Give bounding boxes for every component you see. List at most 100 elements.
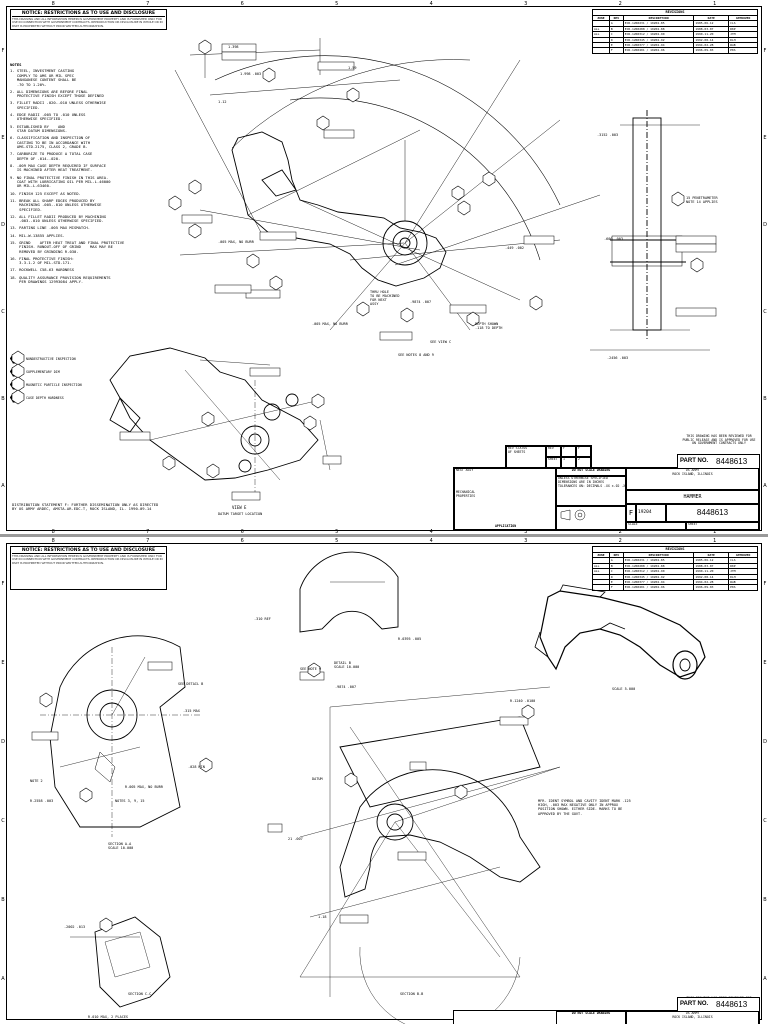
zone-number: 3	[524, 529, 528, 535]
part-number-field: 8448613	[666, 504, 759, 522]
zone-number: 4	[429, 538, 433, 544]
zone-letter: D	[763, 222, 767, 229]
zone-letter: A	[1, 975, 5, 982]
note-item: 1. STEEL, INVESTMENT CASTING COMPLY TO A…	[10, 68, 77, 87]
two-places-note: R.010 MAX, 2 PLACES	[88, 1015, 129, 1019]
section-aa-label: SECTION A-A SCALE 10.000	[108, 842, 134, 850]
rev-value: F	[576, 446, 591, 457]
zone-letter: F	[763, 581, 767, 588]
size-letter: F	[626, 504, 636, 522]
zone-number: 5	[335, 1, 339, 7]
note-item: 16. FINAL PROTECTIVE FINISH: 3.3.1.2 OF …	[10, 255, 75, 266]
revisions-header-cell: APPROVED	[728, 14, 758, 22]
zone-letter: B	[763, 395, 767, 402]
notice-body: THIS DRAWING AND ALL INFORMATION HEREIN …	[12, 17, 163, 28]
zone-letter: E	[763, 660, 767, 667]
note-item: 10. FINISH 125 EXCEPT AS NOTED.	[10, 190, 81, 196]
revisions-header-cell: ZONE	[592, 551, 610, 559]
org-block: US ARMY ROCK ISLAND, ILLINOIS	[626, 468, 759, 490]
zone-number: 5	[335, 538, 339, 544]
notes-ref-label: NOTES 3, 9, 15	[115, 799, 145, 803]
dim-label: .9874 .007	[410, 300, 432, 304]
dim-label: .600 .003	[604, 237, 623, 241]
note-item: 8. .009 MAX CASE DEPTH REQUIRED IF SURFA…	[10, 162, 107, 173]
note-item: 12. ALL FILLET RADII PRODUCED BY MACHINI…	[10, 213, 107, 224]
table-cell: ECR-12R0345 / 19204-92	[622, 36, 695, 44]
note-item: 2. ALL DIMENSIONS ARE BEFORE FINAL PROTE…	[10, 88, 104, 99]
dim-label: .310 REF	[254, 617, 271, 621]
ident-mark-note: MFR. IDENT SYMBOL AND CAVITY IDENT MARK …	[538, 799, 631, 816]
zone-letter: F	[1, 48, 5, 55]
zone-number: 6	[240, 529, 244, 535]
dim-label: 21 .007	[288, 837, 303, 841]
table-cell: ECR-12R0345 / 19204-92	[622, 573, 695, 581]
note-item: 11. BREAK ALL SHARP EDGES PRODUCED BY MA…	[10, 197, 102, 212]
note-item: 9. NO FINAL PROTECTIVE FINISH IN THIS AR…	[10, 174, 111, 189]
iso-scale-label: SCALE 5.000	[612, 687, 636, 691]
part-no-label: PART NO.	[680, 1001, 709, 1007]
do-not-scale: DO NOT SCALE DRAWING	[556, 468, 626, 476]
part-no-box: PART NO. 8448613	[677, 997, 760, 1012]
rev-value: F	[561, 446, 576, 457]
section-cc-label: SECTION C-C	[128, 992, 152, 996]
rev-label: REV	[546, 446, 561, 457]
note-item: 6. CLASSIFICATION AND INSPECTION OF CAST…	[10, 135, 91, 150]
scale-field: SCALE	[626, 522, 686, 530]
dim-label: R.1240 .0100	[510, 699, 536, 703]
table-cell: ECR-12R0312 / 19204-90	[622, 568, 695, 575]
revisions-title: REVISIONS	[592, 9, 758, 15]
part-no-box: PART NO. 8448613	[677, 454, 760, 469]
note-item: 15. GRIND AFTER HEAT TREAT AND FINAL PRO…	[10, 239, 125, 254]
notice-title: NOTICE: RESTRICTIONS AS TO USE AND DISCL…	[12, 11, 165, 17]
notice-body: THIS DRAWING AND ALL INFORMATION HEREIN …	[12, 554, 163, 565]
zone-number: 6	[240, 1, 244, 7]
table-cell: ECR-12R0401 / 19204-96	[622, 584, 695, 591]
notes-heading: NOTES	[10, 62, 22, 67]
table-cell	[592, 584, 610, 591]
zone-number: 7	[146, 538, 150, 544]
dim-label: 1.18	[318, 915, 327, 919]
dim-label: 1.998 .003	[240, 72, 262, 76]
dim-label: 1.398	[228, 45, 239, 49]
table-cell: PKS	[728, 584, 758, 591]
table-cell: ECR-12R0312 / 19204-90	[622, 31, 695, 38]
zone-number: 2	[618, 529, 622, 535]
table-cell: ECR-12R0401 / 19204-96	[622, 47, 695, 54]
sheet-field: SHEET	[686, 522, 759, 530]
note-item: 14. MIL-W-13855 APPLIES.	[10, 232, 65, 238]
do-not-scale: DO NOT SCALE DRAWING	[556, 1011, 626, 1024]
table-cell: ECR-12R0231 / 19204-85	[622, 20, 695, 27]
view-e-sublabel: DATUM TARGET LOCATION	[218, 512, 263, 516]
table-cell: PKS	[728, 47, 758, 54]
restriction-notice: NOTICE: RESTRICTIONS AS TO USE AND DISCL…	[10, 9, 167, 30]
table-cell: ECR-12R0288 / 19204-88	[622, 562, 695, 570]
zone-letter: A	[1, 482, 5, 489]
zone-letter: A	[763, 482, 767, 489]
note-item: 18. QUALITY ASSURANCE PROVISION REQUIREM…	[10, 274, 111, 284]
detail-b-label: DETAIL B SCALE 10.000	[334, 661, 360, 669]
dim-label: .028 MIN	[188, 765, 205, 769]
see-note-9-label: SEE NOTE 9	[300, 667, 322, 671]
see-view-c-label: SEE VIEW C	[430, 340, 452, 344]
zone-letter: B	[1, 896, 5, 903]
title-block: NEXT ASSY MECHANICAL PROPERTIES APPLICAT…	[453, 467, 760, 531]
see-detail-b-label: SEE DETAIL B	[178, 682, 204, 686]
zone-letter: F	[1, 581, 5, 588]
sheet-border	[6, 543, 762, 1020]
revisions-header-cell: DESCRIPTION	[622, 14, 695, 22]
datum-label: DATUM	[312, 777, 323, 781]
zone-number: 5	[335, 529, 339, 535]
zone-number: 2	[618, 538, 622, 544]
table-cell: ECR-12R0231 / 19204-85	[622, 557, 695, 564]
note-item: 17. ROCKWELL C58-63 HARDNESS	[10, 267, 75, 273]
